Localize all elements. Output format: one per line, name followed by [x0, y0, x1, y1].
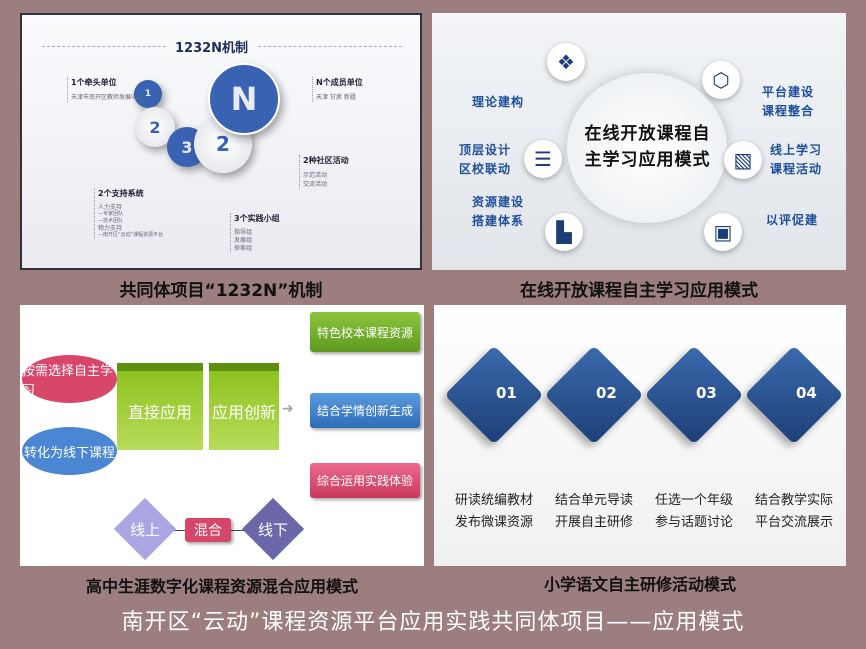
step-1-text: 研读统编教材发布微课资源: [454, 493, 533, 530]
presentation-icon: ▣: [704, 213, 742, 251]
label-online-learning: 线上学习课程活动: [770, 143, 823, 176]
online-course-panel: 在线开放课程自主学习应用模式 ❖ ☰ ▙ ⬡ ▧ ▣ 理论建构 顶层设计区校联动…: [432, 13, 846, 270]
circle-n: N: [208, 63, 280, 135]
step-2-diamond: [544, 345, 644, 445]
caption-blended: 高中生涯数字化课程资源混合应用模式: [85, 577, 358, 596]
center-title: 在线开放课程自主学习应用模式: [584, 124, 711, 170]
panel-title: 1232N机制: [167, 37, 257, 56]
practice-groups: 3个实践小组指导组发展组探索组: [230, 213, 280, 253]
label-resources: 资源建设搭建体系: [472, 195, 525, 228]
step-3-number: 03: [696, 384, 717, 402]
study-activities-panel: 01 研读统编教材发布微课资源 02 结合单元导读开展自主研修 03 任选一个年…: [434, 305, 846, 566]
step-3-text: 任选一个年级参与话题讨论: [654, 493, 733, 530]
step-2-text: 结合单元导读开展自主研修: [554, 493, 633, 530]
arrow-icon: ➜: [282, 401, 294, 417]
box-blended: 混合: [185, 518, 231, 542]
label-evaluation: 以评促建: [766, 213, 819, 227]
member-units: N个成员单位天津 甘肃 新疆: [312, 77, 363, 102]
community-activities: 2种社区活动示范活动交流活动: [299, 155, 349, 189]
oval-offline: 转化为线下课程: [22, 427, 117, 475]
caption-online-course: 在线开放课程自主学习应用模式: [520, 281, 758, 301]
step-1-diamond: [444, 345, 544, 445]
step-3-diamond: [644, 345, 744, 445]
dropbox-icon: ❖: [547, 43, 585, 81]
cube-icon: ⬡: [702, 61, 740, 99]
box-practice: 综合运用实践体验: [310, 463, 420, 498]
label-offline: 线下: [257, 521, 288, 539]
footer-title: 南开区“云动”课程资源平台应用实践共同体项目——应用模式: [121, 610, 745, 635]
caption-mechanism: 共同体项目“1232N”机制: [119, 281, 323, 301]
step-4-number: 04: [796, 384, 817, 402]
mechanism-panel: 1232N机制 1 2 3 2 N 1个牵头单位天津市南开区教师发展中心 N个成…: [20, 13, 422, 270]
building-icon: ▙: [545, 213, 583, 251]
center-circle: [567, 73, 727, 223]
support-systems: 2个支持系统人力支持—专家团队—技术团队物力支持—南开区“云动”课程资源平台: [94, 188, 163, 239]
oval-self-study: 按需选择自主学习: [22, 355, 117, 403]
step-2-number: 02: [596, 384, 617, 402]
box-direct-use: 直接应用: [117, 363, 203, 450]
step-4-diamond: [744, 345, 844, 445]
book-icon: ▧: [724, 141, 762, 179]
step-1-number: 01: [496, 384, 517, 402]
box-innovation: 应用创新: [209, 363, 279, 450]
box-school-resources: 特色校本课程资源: [310, 312, 420, 352]
label-platform: 平台建设课程整合: [762, 85, 815, 118]
lead-unit: 1个牵头单位天津市南开区教师发展中心: [67, 77, 143, 102]
box-generate: 结合学情创新生成: [310, 393, 420, 428]
label-design: 顶层设计区校联动: [459, 143, 512, 176]
step-4-text: 结合教学实际平台交流展示: [754, 493, 833, 530]
caption-study: 小学语文自主研修活动模式: [543, 575, 736, 594]
circle-1: 1: [134, 80, 162, 108]
layers-icon: ☰: [524, 140, 562, 178]
blended-model-panel: 按需选择自主学习 转化为线下课程 直接应用 应用创新 ➜ 特色校本课程资源 结合…: [20, 305, 424, 566]
label-theory: 理论建构: [472, 95, 525, 109]
label-online: 线上: [129, 521, 160, 539]
